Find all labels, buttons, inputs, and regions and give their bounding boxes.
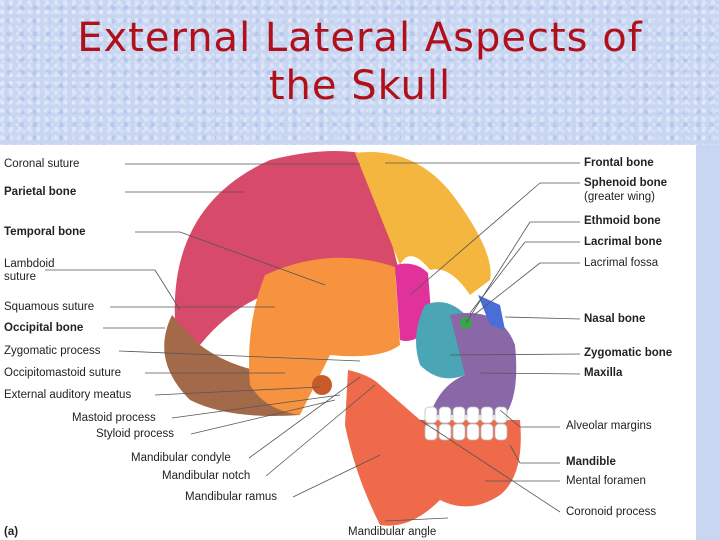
skull-diagram (45, 151, 581, 526)
leader-lines (45, 162, 581, 522)
label-lacrimal-bone: Lacrimal bone (584, 236, 662, 248)
label-temporal-bone: Temporal bone (4, 226, 86, 238)
temporal-bone-shape (249, 257, 400, 415)
label-squamous-suture: Squamous suture (4, 301, 95, 313)
label-external-auditory-meatus: External auditory meatus (4, 389, 132, 401)
label-maxilla: Maxilla (584, 367, 623, 379)
frontal-bone-shape (355, 152, 491, 295)
label-lacrimal-fossa: Lacrimal fossa (584, 257, 659, 269)
label-mastoid-process: Mastoid process (72, 412, 156, 424)
mandible-shape (345, 370, 521, 526)
teeth (424, 406, 508, 441)
label-zygomatic-bone: Zygomatic bone (584, 347, 673, 359)
title-line-2: the Skull (268, 63, 452, 109)
label-sphenoid-bone: Sphenoid bone (584, 177, 668, 189)
label-occipital-bone: Occipital bone (4, 322, 84, 334)
label-mandibular-condyle: Mandibular condyle (131, 452, 231, 464)
label-coronoid-process: Coronoid process (566, 506, 657, 518)
figure-label: (a) (4, 526, 19, 538)
label-zygomatic-process: Zygomatic process (4, 345, 101, 357)
label-frontal-bone: Frontal bone (584, 157, 654, 169)
label-mandibular-ramus: Mandibular ramus (185, 491, 278, 503)
title-line-1: External Lateral Aspects of (77, 15, 643, 61)
label-nasal-bone: Nasal bone (584, 313, 646, 325)
label-sphenoid-greater-wing: (greater wing) (584, 191, 655, 203)
slide-title: External Lateral Aspects of the Skull (0, 14, 720, 110)
background-strip (696, 145, 720, 540)
maxilla-shape (430, 313, 517, 415)
label-mandible: Mandible (566, 456, 616, 468)
label-styloid-process: Styloid process (96, 428, 174, 440)
label-ethmoid-bone: Ethmoid bone (584, 215, 661, 227)
label-alveolar-margins: Alveolar margins (566, 420, 652, 432)
label-lambdoid: Lambdoid (4, 258, 55, 270)
label-coronal-suture: Coronal suture (4, 158, 80, 170)
label-occipitomastoid-suture: Occipitomastoid suture (4, 367, 121, 379)
label-parietal-bone: Parietal bone (4, 186, 77, 198)
nasal-bone-shape (478, 295, 505, 330)
auditory-meatus-shape (312, 375, 332, 395)
label-mandibular-notch: Mandibular notch (162, 470, 251, 482)
label-mental-foramen: Mental foramen (566, 475, 646, 487)
label-mandibular-angle: Mandibular angle (348, 526, 437, 538)
label-lambdoid-suture: suture (4, 271, 36, 283)
parietal-bone-shape (174, 151, 400, 345)
